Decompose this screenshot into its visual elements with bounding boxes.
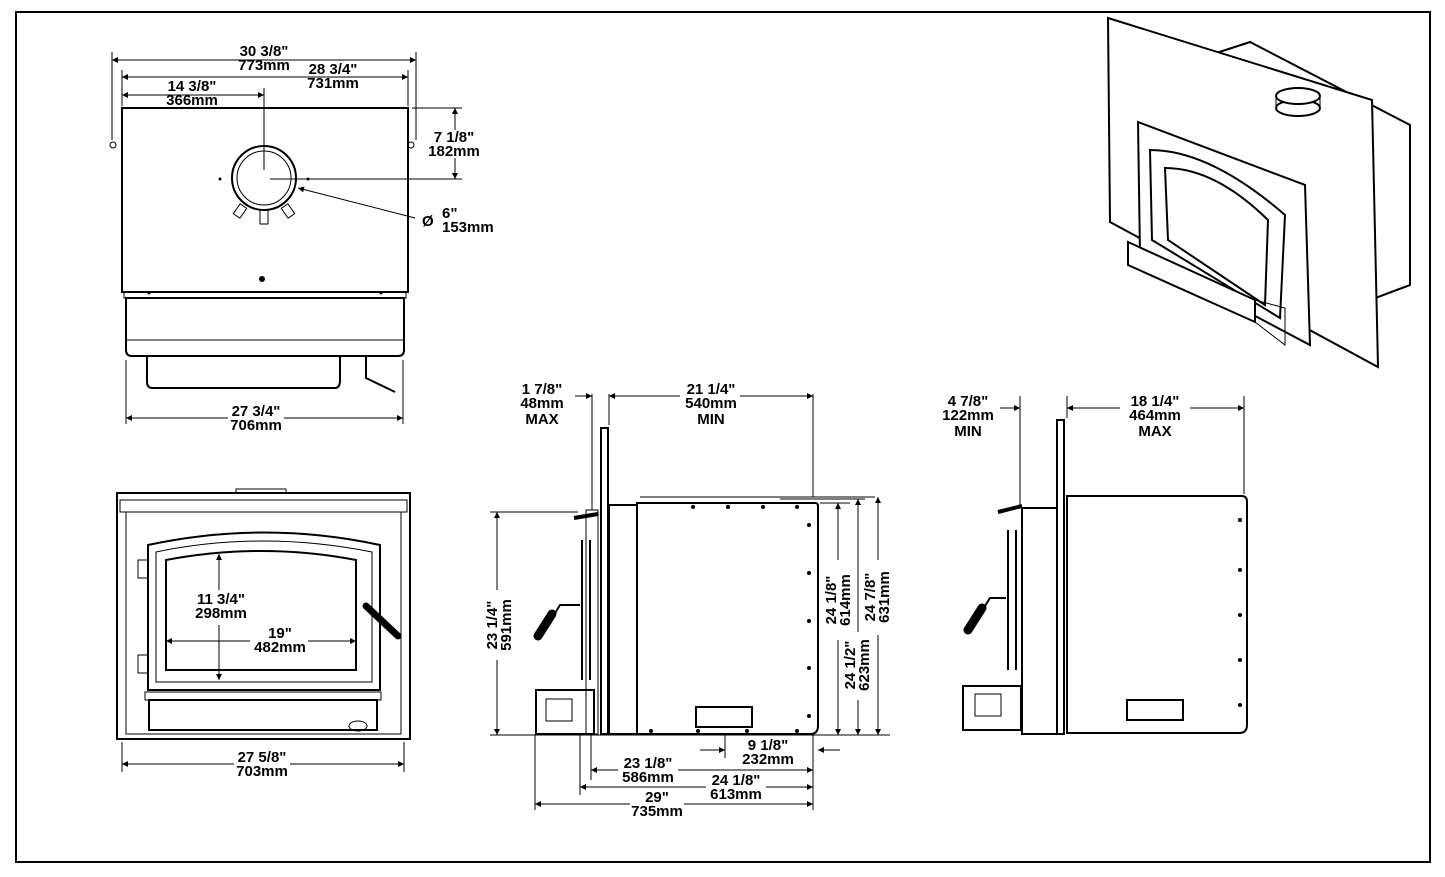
dim-flue-offset-y-metric: 182mm — [428, 143, 480, 160]
drawing-border — [15, 11, 1431, 863]
dim-face-clearance-max-metric: 48mm — [520, 395, 563, 412]
dim-body-width-metric: 731mm — [307, 75, 359, 92]
dim-face-clearance-min-note: MIN — [954, 423, 982, 440]
dim-body-height-imperial: 24 1/8" — [823, 576, 840, 625]
dim-overall-width-imperial: 30 3/8" — [240, 43, 289, 60]
dim-flue-offset-x-imperial: 14 3/8" — [168, 78, 217, 95]
glass — [165, 550, 357, 671]
dim-glass-width-metric: 482mm — [254, 639, 306, 656]
dim-insert-depth-max-note: MAX — [1138, 423, 1171, 440]
front-view: 11 3/4" 298mm 19" 482mm 27 5/8" 703mm — [116, 488, 411, 780]
dim-face-clearance-min-imperial: 4 7/8" — [948, 393, 988, 410]
dim-insert-depth-max-imperial: 18 1/4" — [1131, 393, 1180, 410]
dim-depth-b-metric: 613mm — [710, 786, 762, 803]
dim-overall-height-imperial: 24 7/8" — [862, 573, 879, 622]
dim-handle-height-imperial: 23 1/4" — [484, 601, 501, 650]
dim-body-width-imperial: 28 3/4" — [309, 61, 358, 78]
dim-overall-depth-imperial: 29" — [645, 789, 669, 806]
dim-body-height-metric: 614mm — [837, 574, 854, 626]
isometric-view — [1106, 16, 1411, 369]
dim-insert-depth-min-metric: 540mm — [685, 395, 737, 412]
dim-rear-height-imperial: 24 1/2" — [842, 641, 859, 690]
dim-flue-diameter-symbol: Ø — [422, 213, 434, 230]
dim-flue-diameter-imperial: 6" — [442, 205, 457, 222]
dim-base-width-metric: 706mm — [230, 417, 282, 434]
dim-flue-offset-y-imperial: 7 1/8" — [434, 129, 474, 146]
dim-outlet-offset-imperial: 9 1/8" — [748, 737, 788, 754]
dim-face-clearance-min-metric: 122mm — [942, 407, 994, 424]
dim-rear-height-metric: 623mm — [856, 639, 873, 691]
dim-depth-a-metric: 586mm — [622, 769, 674, 786]
dim-outlet-offset-metric: 232mm — [742, 751, 794, 768]
dim-face-clearance-max-imperial: 1 7/8" — [522, 381, 562, 398]
dim-overall-width-metric: 773mm — [238, 57, 290, 74]
side-view-max: 1 7/8" 48mm MAX 21 1/4" 540mm MIN 23 1/4… — [484, 381, 893, 820]
side-view-min: 4 7/8" 122mm MIN 18 1/4" 464mm MAX — [942, 393, 1248, 735]
dim-glass-height-metric: 298mm — [195, 605, 247, 622]
dim-flue-offset-x-metric: 366mm — [166, 92, 218, 109]
dim-insert-depth-min-imperial: 21 1/4" — [687, 381, 736, 398]
dim-insert-depth-max-metric: 464mm — [1129, 407, 1181, 424]
door — [147, 531, 381, 691]
dim-depth-b-imperial: 24 1/8" — [712, 772, 761, 789]
dim-handle-height-metric: 591mm — [498, 599, 515, 651]
dim-face-clearance-max-note: MAX — [525, 411, 558, 428]
dim-overall-depth-metric: 735mm — [631, 803, 683, 820]
dim-front-width-metric: 703mm — [236, 763, 288, 780]
dim-glass-width-imperial: 19" — [268, 625, 292, 642]
dim-overall-height-metric: 631mm — [876, 571, 893, 623]
dim-front-width-imperial: 27 5/8" — [238, 749, 287, 766]
dim-depth-a-imperial: 23 1/8" — [624, 755, 673, 772]
dim-insert-depth-min-note: MIN — [697, 411, 725, 428]
dim-glass-height-imperial: 11 3/4" — [197, 591, 245, 608]
top-view: 30 3/8" 773mm 28 3/4" 731mm 14 3/8" 366m… — [109, 43, 494, 434]
dim-flue-diameter-metric: 153mm — [442, 219, 494, 236]
dim-base-width-imperial: 27 3/4" — [232, 403, 281, 420]
